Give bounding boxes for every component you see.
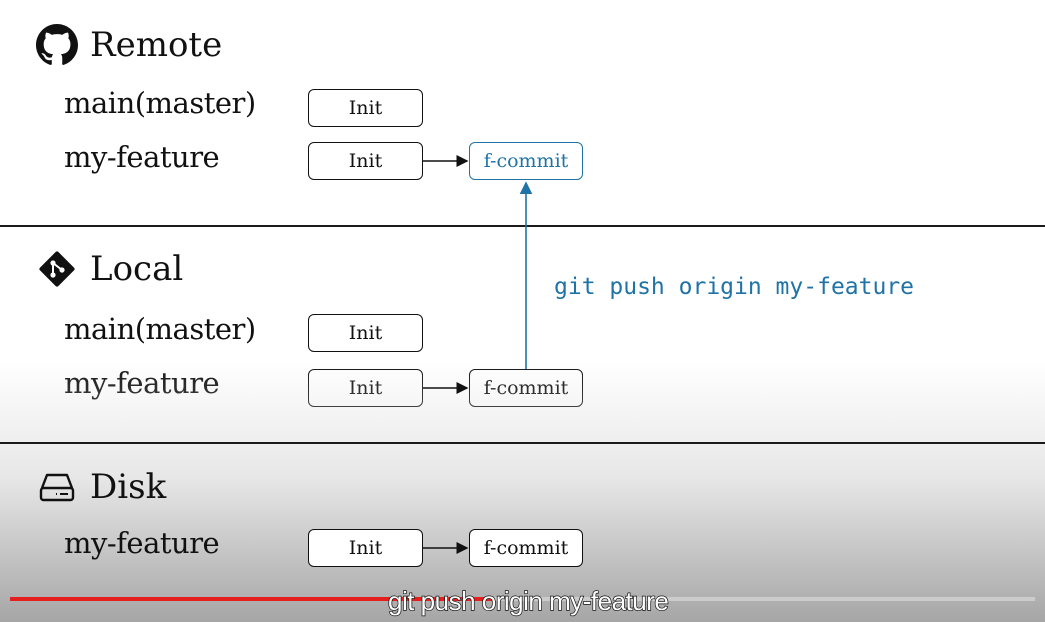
remote-main-init-commit: Init [308, 89, 423, 127]
video-progress-fill [10, 597, 492, 601]
remote-header: Remote [36, 24, 222, 66]
local-main-branch-label: main(master) [64, 312, 256, 346]
remote-feature-init-commit: Init [308, 142, 423, 180]
git-icon [36, 248, 78, 290]
disk-feature-f-commit: f-commit [469, 529, 583, 567]
remote-feature-branch-label: my-feature [64, 140, 220, 174]
disk-feature-branch-label: my-feature [64, 526, 220, 560]
local-feature-init-commit: Init [308, 369, 423, 407]
remote-local-divider [0, 225, 1045, 227]
disk-header: Disk [36, 466, 166, 508]
video-progress-bar[interactable] [10, 597, 1035, 601]
remote-feature-f-commit: f-commit [469, 142, 583, 180]
local-main-init-commit: Init [308, 314, 423, 352]
remote-main-branch-label: main(master) [64, 86, 256, 120]
local-header: Local [36, 248, 183, 290]
disk-feature-init-commit: Init [308, 529, 423, 567]
video-subtitle: git push origin my-feature [387, 585, 669, 616]
github-icon [36, 24, 78, 66]
local-feature-branch-label: my-feature [64, 366, 220, 400]
remote-title: Remote [90, 25, 223, 65]
hard-drive-icon [36, 466, 78, 508]
local-feature-f-commit: f-commit [469, 369, 583, 407]
local-title: Local [90, 249, 184, 289]
push-command-label: git push origin my-feature [554, 274, 915, 300]
disk-title: Disk [90, 467, 167, 507]
local-disk-divider [0, 442, 1045, 444]
